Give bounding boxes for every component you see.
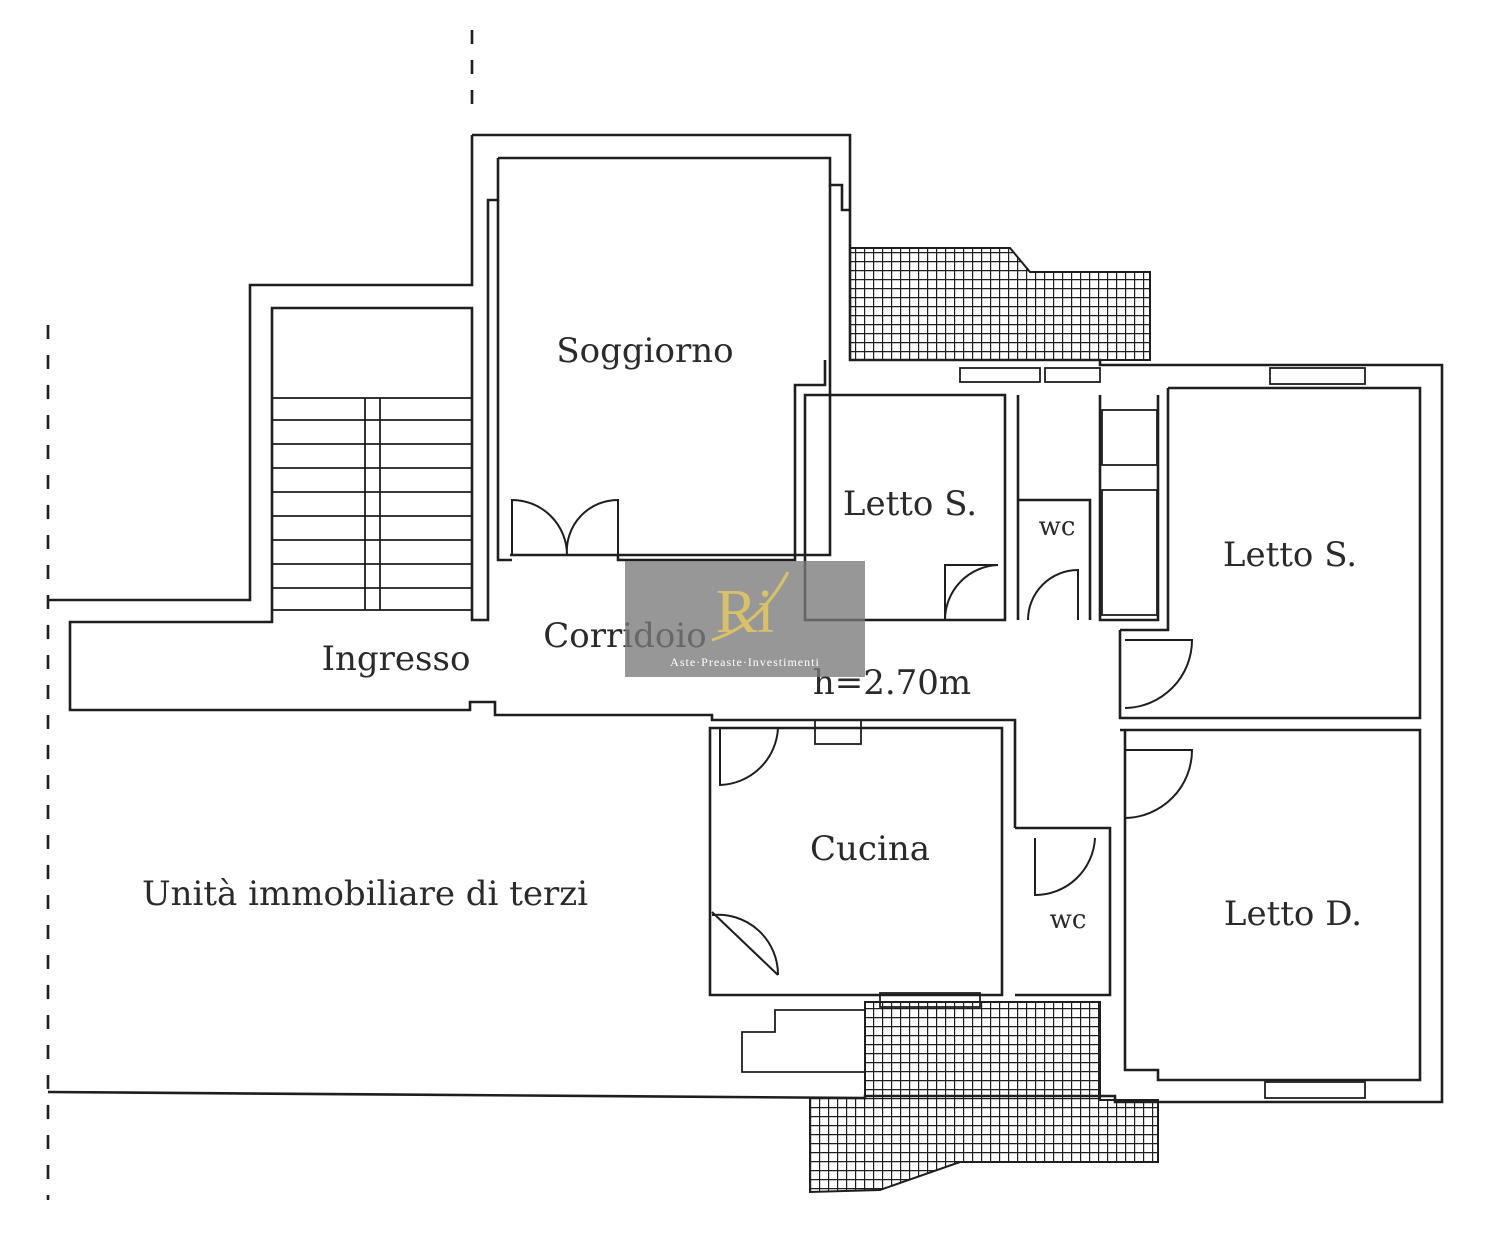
outer-wall — [47, 133, 1444, 1104]
room-label-letto-s-1: Letto S. — [843, 484, 977, 524]
wc-1-door — [1027, 568, 1079, 621]
wc-2-door — [1034, 837, 1096, 897]
window-wc-top — [1044, 367, 1101, 383]
letto-d-door — [1124, 749, 1194, 819]
watermark-text: Aste·Preaste·Investimenti — [670, 655, 820, 669]
letto-d-walls — [1120, 728, 1422, 1082]
cucina-niche — [814, 719, 862, 745]
soggiorno-walls — [496, 185, 832, 562]
letto-s-2-door — [1124, 639, 1194, 709]
closet-top — [1101, 409, 1158, 466]
terrace-top — [849, 247, 1151, 361]
letto-s-1-walls — [803, 393, 1160, 622]
letto-s-2-walls — [1118, 386, 1422, 720]
closet-mid — [1101, 489, 1158, 616]
letto-s-1-door — [944, 564, 999, 621]
watermark-logo-icon: Ri — [711, 571, 790, 646]
room-label-unita-terzi: Unità immobiliare di terzi — [142, 874, 588, 914]
room-label-letto-d: Letto D. — [1224, 894, 1362, 934]
room-label-wc-1: wc — [1039, 512, 1076, 542]
cucina-balcony-door — [711, 911, 780, 976]
room-label-ingresso: Ingresso — [322, 639, 471, 679]
inner-wall-outline — [68, 156, 1017, 828]
watermark: Ri Aste·Preaste·Investimenti — [625, 561, 865, 677]
window-letto-s-2 — [1269, 367, 1366, 385]
window-letto-d — [1264, 1081, 1366, 1099]
cucina-walls — [708, 726, 1112, 997]
watermark-box — [625, 561, 865, 677]
window-letto-s-1 — [959, 367, 1041, 383]
soggiorno-double-door — [511, 498, 619, 556]
room-label-letto-s-2: Letto S. — [1223, 535, 1357, 575]
staircase — [271, 397, 473, 611]
cucina-step — [741, 1009, 866, 1073]
window-cucina — [879, 992, 981, 1008]
room-label-wc-2: wc — [1050, 905, 1087, 935]
room-label-soggiorno: Soggiorno — [556, 331, 733, 371]
cucina-door — [719, 727, 779, 787]
room-label-cucina: Cucina — [810, 829, 930, 869]
